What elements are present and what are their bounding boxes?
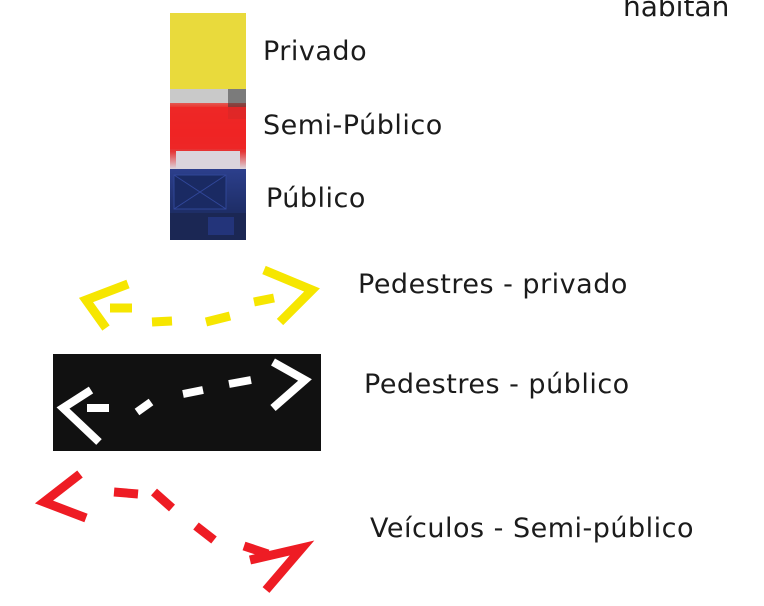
flow-label-vehicle-semi-public: Veículos - Semi-público bbox=[370, 513, 694, 544]
public-zone-swatch bbox=[170, 169, 246, 240]
zone-label-semi-public: Semi-Público bbox=[263, 110, 443, 141]
flow-label-pedestrian-private: Pedestres - privado bbox=[358, 269, 628, 300]
flow-label-pedestrian-public: Pedestres - público bbox=[364, 369, 630, 400]
zone-label-public: Público bbox=[266, 183, 366, 214]
semi-public-texture bbox=[170, 89, 246, 169]
zone-label-private: Privado bbox=[263, 36, 368, 67]
public-texture bbox=[170, 174, 246, 240]
white-dashed-double-arrow-icon bbox=[53, 354, 321, 451]
red-dashed-double-arrow-icon bbox=[34, 468, 324, 596]
semi-public-zone-swatch bbox=[170, 89, 246, 169]
clipped-heading: habitan bbox=[623, 0, 730, 23]
private-zone-swatch bbox=[170, 13, 246, 89]
yellow-dashed-double-arrow-icon bbox=[70, 258, 332, 338]
zone-swatch-stack bbox=[170, 13, 246, 240]
